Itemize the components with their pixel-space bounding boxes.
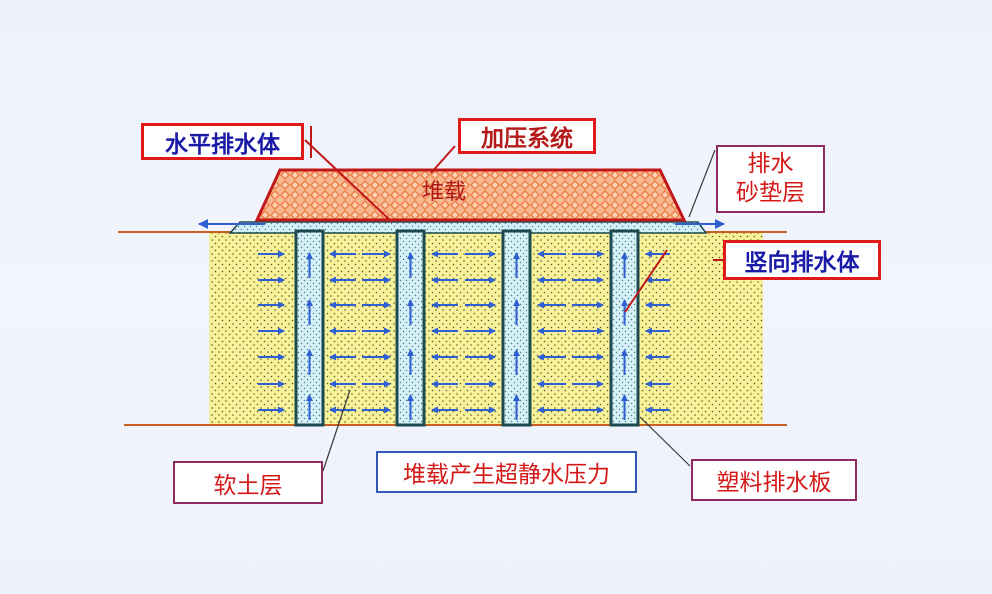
label-plastic-board: 塑料排水板 — [691, 459, 857, 501]
leader-sand-cushion — [688, 149, 716, 218]
leader-plastic-board — [639, 416, 691, 467]
label-sand-cushion-line1: 排水 — [747, 151, 794, 177]
sand-cushion — [228, 221, 708, 234]
label-horizontal-drain: 水平排水体 — [141, 123, 304, 160]
label-sand-cushion: 排水 砂垫层 — [716, 145, 825, 213]
label-soft-soil: 软土层 — [173, 461, 323, 504]
load-embankment — [254, 168, 687, 222]
label-pore-pressure: 堆载产生超静水压力 — [376, 451, 637, 493]
leader-horizontal-drain — [304, 139, 393, 223]
label-sand-cushion-line2: 砂垫层 — [736, 180, 805, 206]
label-vertical-drain: 竖向排水体 — [723, 240, 881, 280]
leader-vertical-drain-diag — [624, 249, 668, 313]
label-load: 堆载 — [421, 180, 466, 205]
label-pressure-system: 加压系统 — [458, 118, 596, 154]
flow-arrows — [258, 250, 670, 420]
soft-soil-layer — [209, 233, 763, 424]
leader-pressure-system — [430, 145, 456, 174]
leader-soft-soil — [322, 389, 351, 472]
